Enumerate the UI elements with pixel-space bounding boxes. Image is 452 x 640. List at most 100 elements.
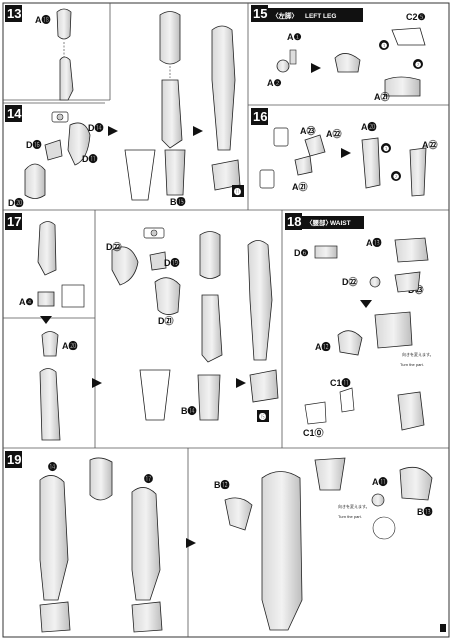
- arrow-right-icon: [108, 126, 118, 136]
- arrow-down-icon: [360, 300, 372, 308]
- sub-step-badge: [232, 185, 244, 197]
- ball-joint-part: [371, 493, 385, 507]
- toe-tip-part: [259, 169, 275, 189]
- side-skirt-part: [339, 387, 355, 413]
- small-joint-part: [44, 139, 63, 161]
- shin-cover-part: [139, 369, 171, 421]
- rear-armor-part: [314, 457, 346, 491]
- step-15-label-c2: C2❺: [406, 12, 426, 22]
- step-17: 17 A❹ A⓴ D㉒ D⓳ D㉑ B⓮ ⓯: [5, 213, 279, 441]
- step-15-title-jp: 〈左脚〉: [272, 11, 298, 20]
- leg-armor-part: [409, 147, 427, 197]
- shin-part: [197, 374, 221, 421]
- detail-callout: [372, 516, 396, 540]
- waist-complete-part: [397, 391, 425, 431]
- cover-part: [154, 277, 181, 315]
- step-18: 18 〈腰部〉 WAIST D❻ A⓭ D㉒ D㉓ A⓬ 向きを変えます。 Tu…: [285, 213, 434, 438]
- thigh-frame-part: [111, 246, 139, 286]
- step-13-badge: [5, 5, 22, 22]
- step-16-label-a21: A㉑: [292, 181, 308, 192]
- foot-sole-part: [384, 76, 421, 97]
- step-18-title-en: WAIST: [330, 220, 351, 227]
- step-18-label-a13: A⓭: [366, 237, 382, 248]
- arrow-down-icon: [40, 316, 52, 324]
- rear-skirt-part: [304, 401, 327, 425]
- step-14-label-d16: D⓰: [26, 139, 42, 150]
- step-19-label-s17: ⓱: [144, 473, 153, 484]
- step-16-order-2: ❷: [393, 173, 399, 181]
- assembled-leg-part: [247, 240, 273, 361]
- step-15-order-2: ❷: [415, 61, 421, 69]
- step-19-number: 19: [7, 452, 21, 467]
- step-18-title-bar: [302, 216, 364, 229]
- step-14-sub-label: ⓫: [234, 187, 241, 196]
- arm-upper-part: [37, 221, 57, 276]
- step-16: 16 A㉓ A㉒ A㉑ A⓴ A㉒ ❶ ❷: [251, 108, 438, 197]
- step-18-note-jp: 向きを変えます。: [402, 351, 434, 357]
- step-15: 15 〈左脚〉 LEFT LEG A❶ A❷ C2❺ A㉑ ❶ ❷: [251, 5, 426, 102]
- step-18-label-a12: A⓬: [315, 341, 331, 352]
- arrow-right-icon: [311, 63, 321, 73]
- step-18-label-c11: C1⓫: [330, 377, 351, 388]
- sub-step-badge: [257, 410, 269, 422]
- step-17-number: 17: [7, 214, 21, 229]
- step-15-badge: [251, 5, 268, 22]
- shin-part: [164, 149, 186, 196]
- lower-leg-part: [361, 137, 381, 189]
- thigh-frame-part: [67, 122, 91, 166]
- corner-mark: [440, 624, 446, 632]
- waist-assembly-part: [374, 311, 413, 349]
- step-17-badge: [5, 213, 22, 230]
- step-18-label-c10: C1⓪: [303, 427, 324, 438]
- skirt-armor-part: [399, 466, 433, 501]
- step-15-order-1: ❶: [381, 42, 387, 50]
- step-17-label-a4: A❹: [19, 297, 34, 307]
- step-14: 14 D⓮ D⓰ D⓫ D⓴ B⓯ ⓫: [5, 11, 244, 208]
- right-foot-part: [39, 601, 71, 633]
- foot-part: [249, 369, 279, 403]
- hip-joint-part: [394, 271, 421, 293]
- foot-block-part: [304, 134, 326, 157]
- step-14-number: 14: [7, 106, 22, 121]
- arrow-right-icon: [341, 148, 351, 158]
- ball-joint-part: [276, 59, 290, 73]
- step-17-label-d21: D㉑: [158, 315, 174, 326]
- arrow-right-icon: [186, 538, 196, 548]
- step-19-label-b12: B⓬: [214, 479, 230, 490]
- step-14-label-b15: B⓯: [170, 196, 186, 207]
- step-13: 13 A⓲: [5, 5, 74, 101]
- step-18-label-d22: D㉒: [342, 276, 358, 287]
- shoulder-cap-part: [41, 331, 59, 357]
- upper-leg-part: [199, 231, 221, 279]
- heel-part: [391, 27, 426, 46]
- step-15-title-bar: [268, 8, 363, 22]
- toe-part: [273, 127, 289, 147]
- step-14-label-d14: D⓮: [88, 122, 104, 133]
- step-17-label-d19: D⓳: [164, 257, 180, 268]
- waist-joint-part: [314, 245, 338, 259]
- step-14-badge: [5, 105, 22, 122]
- step-15-number: 15: [253, 6, 267, 21]
- assembled-leg-part: [211, 25, 236, 151]
- step-19-note-en: Turn the part.: [338, 514, 362, 519]
- step-16-order-1: ❶: [383, 145, 389, 153]
- step-14-label-d11: D⓫: [82, 153, 98, 164]
- front-skirt-part: [337, 330, 363, 356]
- step-16-label-a22b: A㉒: [422, 139, 438, 150]
- step-16-label-a22: A㉒: [326, 128, 342, 139]
- step-18-badge: [285, 213, 302, 230]
- arm-assembled-part: [39, 368, 61, 441]
- step-13-label-a: A⓲: [35, 14, 51, 25]
- step-18-title-jp: 〈腰部〉: [306, 218, 332, 227]
- panel-dividers: [3, 3, 449, 637]
- step-14-label-d20: D⓴: [8, 197, 24, 208]
- step-19: 19 ⓮ ⓱ B⓬ 向きを変えます。 Turn the part. A⓫ B⓭: [5, 451, 433, 633]
- step-17-sub-label: ⓯: [259, 412, 266, 421]
- step-17-label-b14: B⓮: [181, 405, 197, 416]
- shin-cover-part: [124, 149, 156, 201]
- step-17-label-a20: A⓴: [62, 340, 78, 351]
- step-19-label-b13: B⓭: [417, 506, 433, 517]
- upper-leg-part: [159, 11, 181, 65]
